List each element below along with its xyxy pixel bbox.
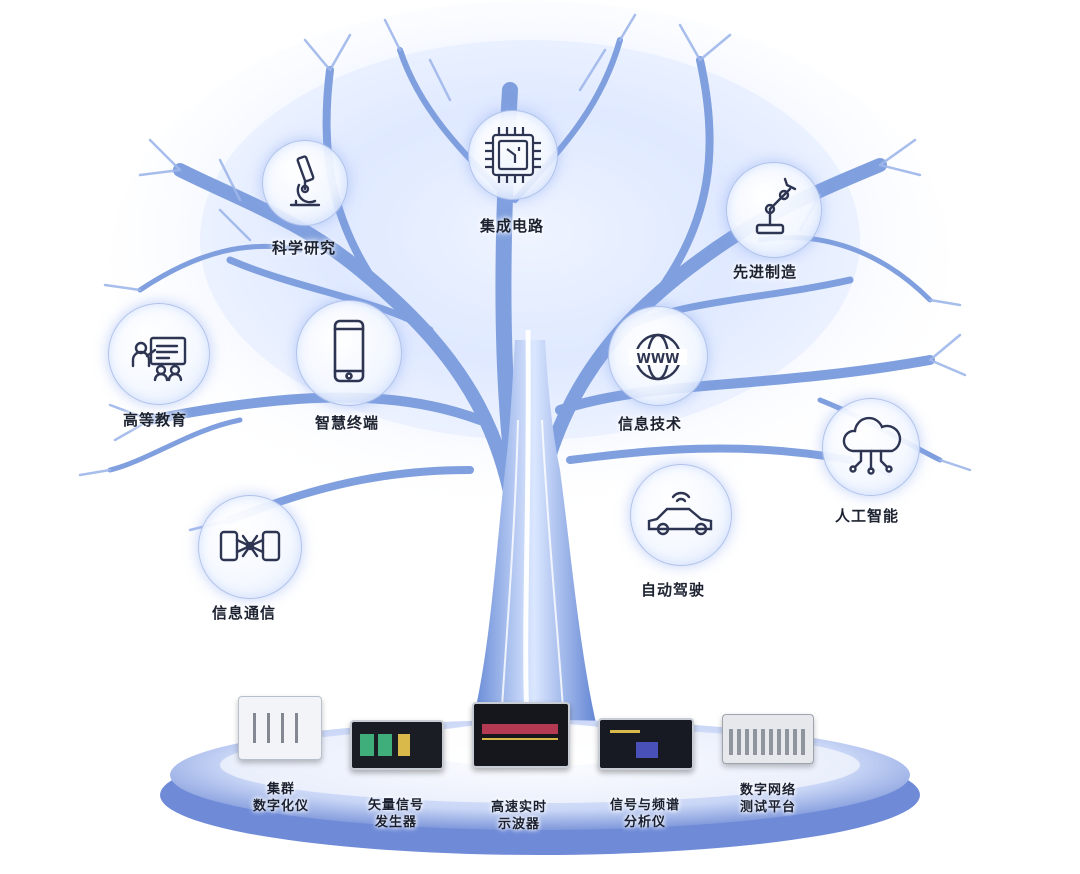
product-cluster-digitizer-line1: 集群 xyxy=(266,782,295,797)
classroom-icon xyxy=(108,303,210,405)
product-network-test-platform: 数字网络 测试平台 xyxy=(730,782,806,816)
label-smart-terminal: 智慧终端 xyxy=(315,414,380,432)
product-spectrum-analyzer-line1: 信号与频谱 xyxy=(609,798,680,813)
device-realtime-oscilloscope xyxy=(472,702,570,768)
device-vector-signal-generator xyxy=(350,720,444,770)
product-vector-signal-generator: 矢量信号 发生器 xyxy=(358,797,434,831)
product-realtime-oscilloscope-line1: 高速实时 xyxy=(490,800,547,815)
label-autonomous-driving: 自动驾驶 xyxy=(641,581,706,599)
cloud-network-icon xyxy=(822,398,920,496)
label-information-technology: 信息技术 xyxy=(618,415,683,433)
product-realtime-oscilloscope-line2: 示波器 xyxy=(497,817,540,832)
phones-network-icon xyxy=(198,495,302,599)
product-vector-signal-generator-line1: 矢量信号 xyxy=(367,798,424,813)
label-artificial-intelligence: 人工智能 xyxy=(835,507,900,525)
trunk-glow-line xyxy=(523,329,531,741)
label-scientific-research: 科学研究 xyxy=(272,239,337,257)
connected-car-icon xyxy=(630,464,732,566)
globe-www-icon: WWW xyxy=(608,306,708,406)
product-cluster-digitizer-line2: 数字化仪 xyxy=(252,799,309,814)
label-information-communication: 信息通信 xyxy=(212,604,277,622)
label-advanced-manufacturing: 先进制造 xyxy=(733,263,798,281)
product-vector-signal-generator-line2: 发生器 xyxy=(374,815,417,830)
robot-arm-icon xyxy=(726,162,822,258)
product-network-test-platform-line1: 数字网络 xyxy=(739,783,796,798)
device-spectrum-analyzer xyxy=(598,718,694,770)
label-integrated-circuit: 集成电路 xyxy=(480,217,545,235)
product-realtime-oscilloscope: 高速实时 示波器 xyxy=(481,799,557,833)
svg-text:WWW: WWW xyxy=(636,352,679,367)
microscope-icon xyxy=(262,140,348,226)
device-network-test-platform xyxy=(722,714,814,764)
label-higher-education: 高等教育 xyxy=(123,411,188,429)
product-spectrum-analyzer: 信号与频谱 分析仪 xyxy=(602,797,688,831)
chip-icon xyxy=(468,110,558,200)
product-network-test-platform-line2: 测试平台 xyxy=(739,800,796,815)
smartphone-icon xyxy=(296,300,402,406)
product-cluster-digitizer: 集群 数字化仪 xyxy=(246,781,316,815)
device-cluster-digitizer xyxy=(238,696,322,760)
tree-trunk xyxy=(468,340,600,740)
product-spectrum-analyzer-line2: 分析仪 xyxy=(623,815,666,830)
